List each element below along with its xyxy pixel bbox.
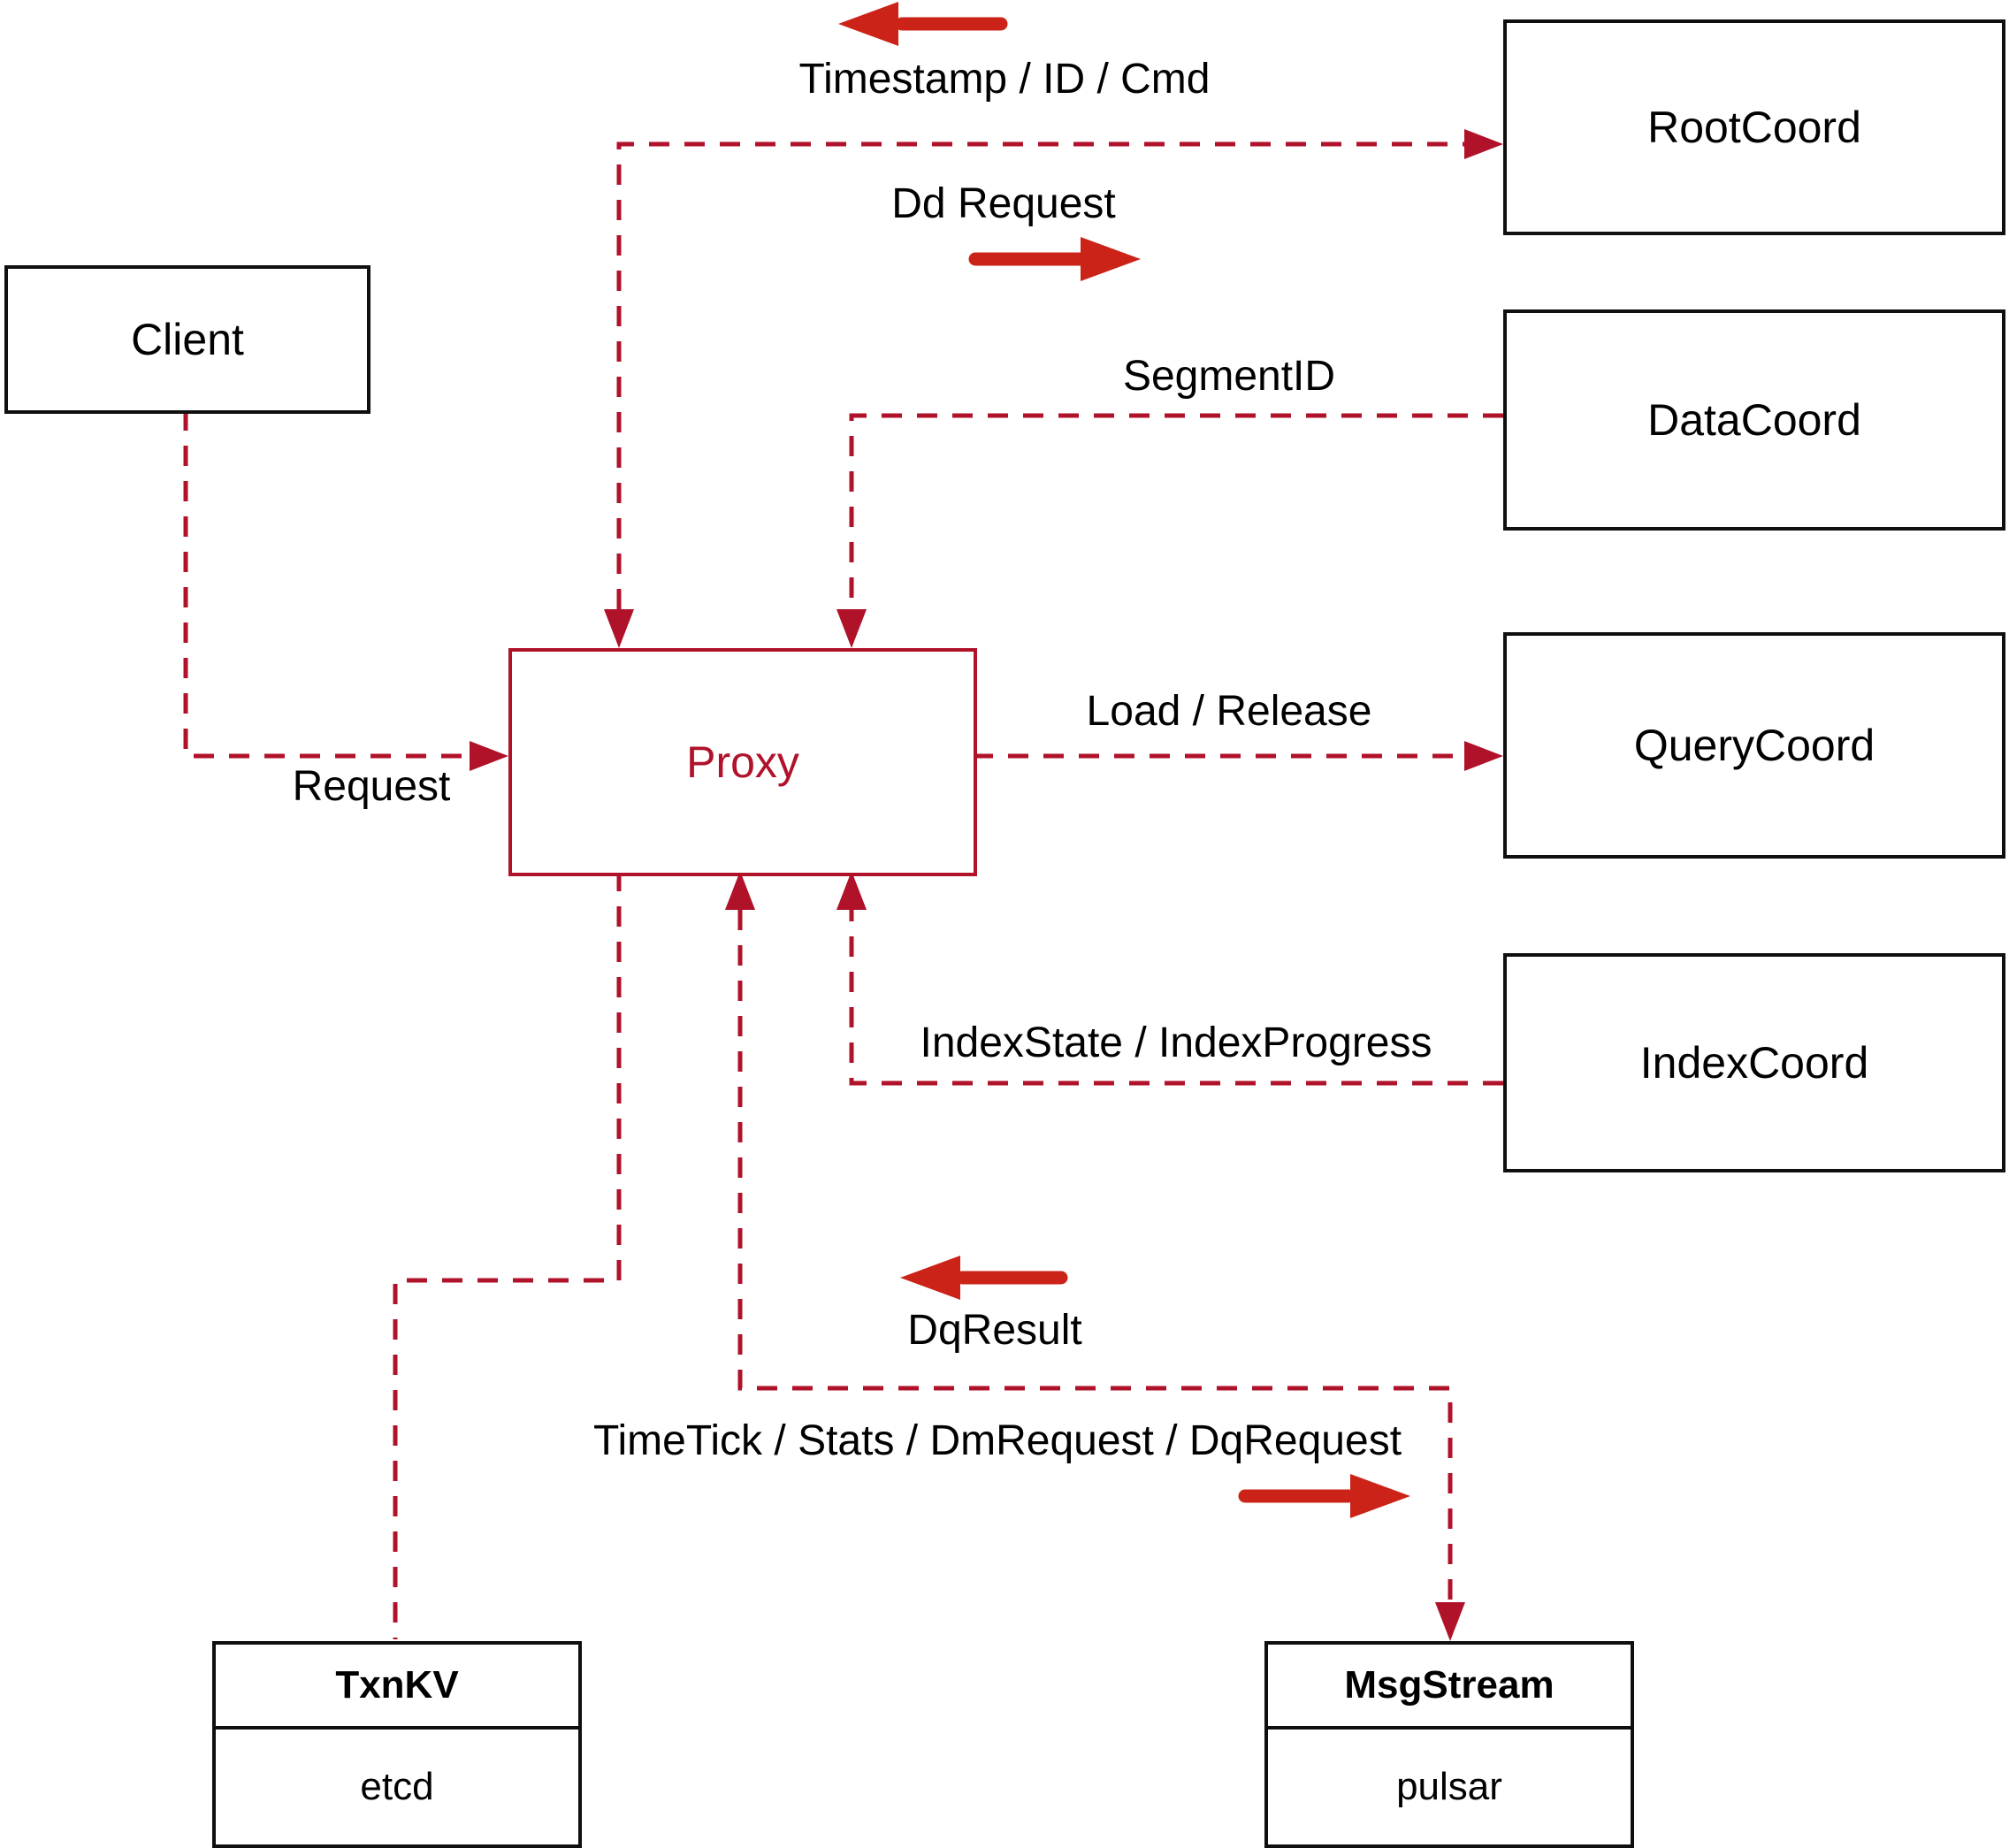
node-rootcoord-label: RootCoord [1647, 103, 1861, 152]
node-msgstream-title: MsgStream [1268, 1645, 1631, 1730]
node-indexcoord-label: IndexCoord [1639, 1038, 1869, 1088]
right-arrow-icon-dd-request [968, 237, 1141, 281]
arrowhead-into-proxy-bottom-right [836, 871, 867, 910]
edge-label-request: Request [292, 763, 451, 810]
edge-label-dd-request: Dd Request [891, 180, 1116, 227]
edge-label-timestamp-id-cmd: Timestamp / ID / Cmd [798, 56, 1211, 103]
node-proxy: Proxy [508, 648, 977, 876]
node-txnkv-title: TxnKV [216, 1645, 578, 1730]
arrowhead-into-proxy-top-right [836, 609, 867, 648]
node-client-label: Client [131, 315, 244, 364]
edge-label-segment-id: SegmentID [1122, 353, 1336, 400]
arrowhead-into-querycoord [1464, 741, 1503, 771]
node-datacoord: DataCoord [1503, 309, 2005, 531]
arrowhead-into-proxy-left [470, 741, 508, 771]
arrowhead-into-rootcoord [1464, 129, 1503, 159]
edge-proxy-txnkv [393, 871, 622, 1639]
edge-indexcoord-proxy [849, 910, 1503, 1086]
node-txnkv: TxnKV etcd [212, 1641, 582, 1848]
node-msgstream-impl: pulsar [1396, 1765, 1502, 1808]
node-indexcoord: IndexCoord [1503, 953, 2005, 1172]
node-msgstream: MsgStream pulsar [1264, 1641, 1634, 1848]
arrowhead-into-proxy-bottom-left [725, 871, 755, 910]
edge-datacoord-proxy [849, 413, 1503, 609]
left-arrow-icon-dq-result [900, 1256, 1068, 1300]
left-arrow-icon-timestamp [838, 2, 1008, 46]
edge-label-index-state-progress: IndexState / IndexProgress [920, 1019, 1432, 1066]
edge-label-dq-result: DqResult [907, 1307, 1082, 1354]
right-arrow-icon-time-tick [1238, 1474, 1410, 1518]
node-client: Client [4, 265, 370, 414]
node-datacoord-label: DataCoord [1647, 395, 1861, 445]
node-rootcoord: RootCoord [1503, 19, 2005, 235]
edge-proxy-msgstream [737, 910, 1453, 1602]
arrowhead-into-msgstream [1435, 1602, 1465, 1641]
node-proxy-label: Proxy [686, 737, 799, 787]
node-txnkv-impl: etcd [360, 1765, 434, 1808]
edge-client-proxy [183, 410, 470, 759]
node-querycoord: QueryCoord [1503, 632, 2005, 859]
node-querycoord-label: QueryCoord [1633, 721, 1875, 770]
edge-proxy-rootcoord [616, 141, 1464, 609]
arrowhead-into-proxy-top-left [604, 609, 634, 648]
edge-label-time-tick-stats: TimeTick / Stats / DmRequest / DqRequest [592, 1417, 1402, 1464]
edge-label-load-release: Load / Release [1086, 688, 1372, 735]
